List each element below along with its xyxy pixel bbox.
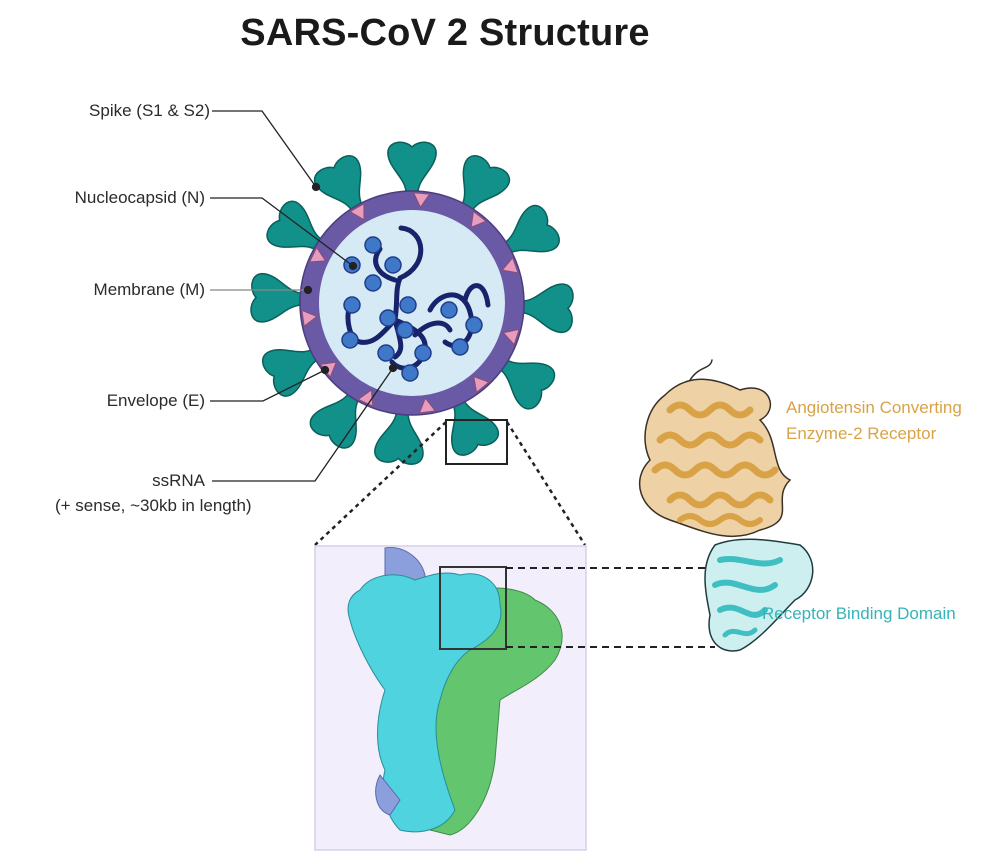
label-ssrna-detail: (+ sense, ~30kb in length) — [55, 496, 252, 515]
label-ace2-line1: Angiotensin Converting — [786, 398, 962, 417]
label-envelope: Envelope (E) — [106, 391, 205, 410]
label-ace2-line2: Enzyme-2 Receptor — [786, 424, 937, 443]
label-membrane: Membrane (M) — [93, 280, 205, 299]
label-rbd: Receptor Binding Domain — [762, 604, 956, 623]
label-ssrna: ssRNA — [152, 471, 205, 490]
spike-zoom-box — [445, 419, 508, 465]
rbd-zoom-box — [439, 566, 507, 650]
rbd-connectors — [506, 567, 715, 648]
ace2-receptor-structure — [639, 359, 792, 538]
label-spike: Spike (S1 & S2) — [89, 101, 210, 120]
leader-lines — [210, 110, 398, 482]
rbd-structure — [704, 538, 814, 652]
label-ace2: Angiotensin Converting Enzyme-2 Receptor — [786, 395, 962, 447]
zoom-connectors — [314, 421, 587, 546]
label-nucleocapsid: Nucleocapsid (N) — [74, 188, 205, 207]
nucleocapsid-beads — [341, 236, 483, 382]
diagram-title: SARS-CoV 2 Structure — [240, 12, 650, 54]
